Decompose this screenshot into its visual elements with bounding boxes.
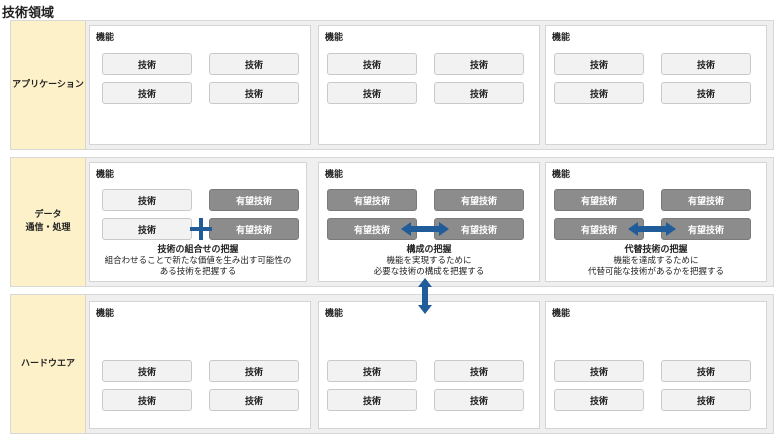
promising-tech-button[interactable]: 有望技術 — [661, 218, 751, 240]
tech-button[interactable]: 技術 — [661, 389, 751, 411]
double-arrow-horizontal-icon — [401, 222, 449, 236]
promising-tech-button[interactable]: 有望技術 — [554, 218, 644, 240]
caption: 技術の組合せの把握 組合わせることで新たな価値を生み出す可能性の ある技術を把握… — [90, 245, 306, 278]
band-label: データ通信・処理 — [11, 158, 86, 286]
caption-line: 代替可能な技術があるかを把握する — [587, 267, 724, 277]
page-title: 技術領域 — [2, 6, 55, 21]
tech-button[interactable]: 技術 — [102, 53, 192, 75]
tech-button[interactable]: 技術 — [554, 53, 644, 75]
panel-heading: 機能 — [552, 309, 571, 319]
tech-button[interactable]: 技術 — [554, 389, 644, 411]
tech-button[interactable]: 技術 — [209, 82, 299, 104]
panel-heading: 機能 — [96, 170, 115, 180]
double-arrow-horizontal-icon — [628, 222, 676, 236]
tech-button[interactable]: 技術 — [102, 360, 192, 382]
tech-button[interactable]: 技術 — [102, 189, 192, 211]
caption: 代替技術の把握 機能を達成するために 代替可能な技術があるかを把握する — [546, 245, 766, 278]
panel-heading: 機能 — [325, 33, 344, 43]
function-panel: 機能 技術 技術 技術 技術 — [318, 25, 540, 145]
tech-button[interactable]: 技術 — [434, 360, 524, 382]
caption-title: 代替技術の把握 — [624, 245, 688, 255]
band-application: アプリケーション 機能 技術 技術 技術 技術 機能 技術 技術 技術 技術 機… — [10, 20, 774, 150]
caption-line: 機能を実現するために — [386, 256, 472, 266]
tech-button[interactable]: 技術 — [209, 360, 299, 382]
panel-heading: 機能 — [325, 170, 344, 180]
function-panel: 機能 有望技術 有望技術 有望技術 有望技術 代替技術の把握 機能を達成するため… — [545, 162, 767, 282]
tech-button[interactable]: 技術 — [434, 389, 524, 411]
tech-button[interactable]: 技術 — [554, 360, 644, 382]
caption-line: 機能を達成するために — [613, 256, 699, 266]
band-data: データ通信・処理 機能 技術 有望技術 技術 有望技術 技術の組合せの把握 組合… — [10, 157, 774, 287]
caption-line: 必要な技術の構成を把握する — [373, 267, 485, 277]
caption-line: ある技術を把握する — [159, 267, 237, 277]
tech-button[interactable]: 技術 — [554, 82, 644, 104]
function-panel: 機能 技術 技術 技術 技術 — [318, 301, 540, 429]
plus-icon — [190, 218, 212, 240]
function-panel: 機能 技術 技術 技術 技術 — [89, 25, 311, 145]
function-panel: 機能 技術 技術 技術 技術 — [89, 301, 311, 429]
double-arrow-vertical-icon — [418, 278, 432, 314]
tech-button[interactable]: 技術 — [327, 53, 417, 75]
tech-button[interactable]: 技術 — [661, 360, 751, 382]
tech-button[interactable]: 技術 — [327, 389, 417, 411]
caption: 構成の把握 機能を実現するために 必要な技術の構成を把握する — [319, 245, 539, 278]
caption-title: 構成の把握 — [406, 245, 452, 255]
promising-tech-button[interactable]: 有望技術 — [554, 189, 644, 211]
promising-tech-button[interactable]: 有望技術 — [327, 189, 417, 211]
tech-button[interactable]: 技術 — [209, 389, 299, 411]
tech-button[interactable]: 技術 — [209, 53, 299, 75]
tech-button[interactable]: 技術 — [102, 82, 192, 104]
panel-heading: 機能 — [96, 33, 115, 43]
caption-title: 技術の組合せの把握 — [157, 245, 239, 255]
panel-heading: 機能 — [325, 309, 344, 319]
function-panel: 機能 技術 有望技術 技術 有望技術 技術の組合せの把握 組合わせることで新たな… — [89, 162, 307, 282]
function-panel: 機能 技術 技術 技術 技術 — [545, 25, 767, 145]
tech-button[interactable]: 技術 — [327, 360, 417, 382]
panel-heading: 機能 — [552, 170, 571, 180]
tech-button[interactable]: 技術 — [434, 82, 524, 104]
promising-tech-button[interactable]: 有望技術 — [209, 218, 299, 240]
tech-button[interactable]: 技術 — [102, 389, 192, 411]
band-label: アプリケーション — [11, 21, 86, 149]
function-panel: 機能 有望技術 有望技術 有望技術 有望技術 構成の把握 機能を実現するために … — [318, 162, 540, 282]
tech-button[interactable]: 技術 — [102, 218, 192, 240]
caption-line: 組合わせることで新たな価値を生み出す可能性の — [104, 256, 292, 266]
panel-heading: 機能 — [552, 33, 571, 43]
band-hardware: ハードウエア 機能 技術 技術 技術 技術 機能 技術 技術 技術 技術 機能 … — [10, 294, 774, 434]
band-label: ハードウエア — [11, 295, 86, 433]
tech-button[interactable]: 技術 — [661, 53, 751, 75]
tech-button[interactable]: 技術 — [661, 82, 751, 104]
promising-tech-button[interactable]: 有望技術 — [434, 189, 524, 211]
promising-tech-button[interactable]: 有望技術 — [661, 189, 751, 211]
function-panel: 機能 技術 技術 技術 技術 — [545, 301, 767, 429]
promising-tech-button[interactable]: 有望技術 — [209, 189, 299, 211]
tech-button[interactable]: 技術 — [327, 82, 417, 104]
tech-button[interactable]: 技術 — [434, 53, 524, 75]
panel-heading: 機能 — [96, 309, 115, 319]
